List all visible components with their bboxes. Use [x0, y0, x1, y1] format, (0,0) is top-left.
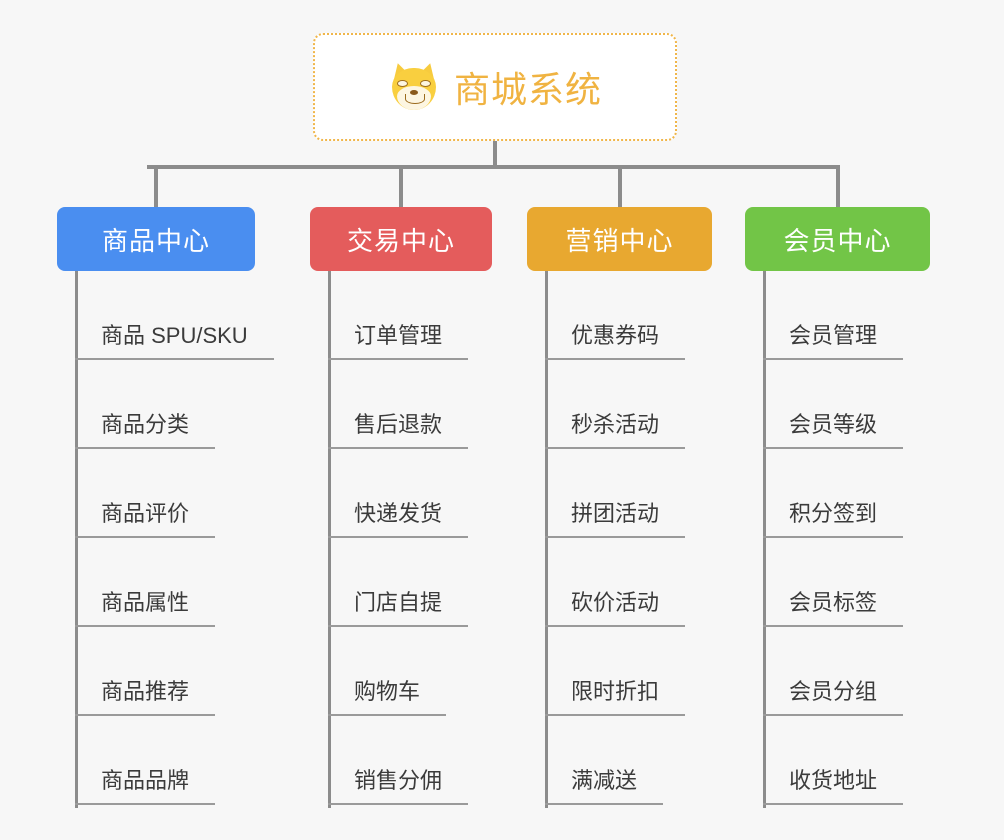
connector-drop-2	[399, 165, 403, 207]
connector-drop-3	[617, 165, 622, 207]
list-item-label: 满减送	[545, 763, 664, 805]
category-column-2: 交易中心订单管理售后退款快递发货门店自提购物车销售分佣	[310, 207, 492, 808]
list-item[interactable]: 会员分组	[745, 627, 930, 716]
list-item-label: 砍价活动	[545, 585, 686, 627]
list-item[interactable]: 销售分佣	[310, 716, 492, 805]
list-item-label: 商品推荐	[75, 674, 216, 716]
list-item[interactable]: 收货地址	[745, 716, 930, 805]
connector-drop-1	[154, 165, 158, 207]
category-spine-1	[75, 271, 78, 808]
list-item[interactable]: 优惠券码	[527, 271, 712, 360]
list-item[interactable]: 满减送	[527, 716, 712, 805]
list-item[interactable]: 购物车	[310, 627, 492, 716]
list-item-label: 会员等级	[763, 407, 904, 449]
category-item-list-4: 会员管理会员等级积分签到会员标签会员分组收货地址	[745, 271, 930, 805]
list-item[interactable]: 会员标签	[745, 538, 930, 627]
list-item-label: 快递发货	[328, 496, 469, 538]
list-item-label: 商品 SPU/SKU	[75, 318, 274, 360]
list-item[interactable]: 商品推荐	[57, 627, 255, 716]
list-item-label: 订单管理	[328, 318, 469, 360]
list-item-label: 商品品牌	[75, 763, 216, 805]
list-item[interactable]: 秒杀活动	[527, 360, 712, 449]
category-header-3[interactable]: 营销中心	[527, 207, 712, 271]
category-spine-4	[763, 271, 766, 808]
list-item[interactable]: 售后退款	[310, 360, 492, 449]
list-item[interactable]: 会员管理	[745, 271, 930, 360]
root-node-title: 商城系统	[453, 69, 602, 110]
category-header-2[interactable]: 交易中心	[310, 207, 492, 271]
list-item-label: 销售分佣	[328, 763, 469, 805]
list-item[interactable]: 快递发货	[310, 449, 492, 538]
root-node-shop-system[interactable]: 商城系统	[313, 33, 677, 141]
category-header-4[interactable]: 会员中心	[745, 207, 930, 271]
list-item-label: 限时折扣	[545, 674, 686, 716]
list-item-label: 商品属性	[75, 585, 216, 627]
category-column-3: 营销中心优惠券码秒杀活动拼团活动砍价活动限时折扣满减送	[527, 207, 712, 808]
category-spine-3	[545, 271, 548, 808]
category-column-4: 会员中心会员管理会员等级积分签到会员标签会员分组收货地址	[745, 207, 930, 808]
list-item-label: 售后退款	[328, 407, 469, 449]
list-item[interactable]: 门店自提	[310, 538, 492, 627]
category-item-list-1: 商品 SPU/SKU 商品分类商品评价商品属性商品推荐商品品牌	[57, 271, 274, 805]
list-item[interactable]: 会员等级	[745, 360, 930, 449]
category-item-list-2: 订单管理售后退款快递发货门店自提购物车销售分佣	[310, 271, 492, 805]
list-item[interactable]: 商品 SPU/SKU	[57, 271, 274, 360]
list-item-label: 商品评价	[75, 496, 216, 538]
list-item-label: 会员分组	[763, 674, 904, 716]
list-item-label: 会员管理	[763, 318, 904, 360]
connector-horizontal-bus	[147, 165, 839, 169]
connector-root-vertical	[493, 141, 497, 168]
list-item[interactable]: 砍价活动	[527, 538, 712, 627]
list-item[interactable]: 拼团活动	[527, 449, 712, 538]
category-header-1[interactable]: 商品中心	[57, 207, 255, 271]
list-item-label: 积分签到	[763, 496, 904, 538]
list-item-label: 秒杀活动	[545, 407, 686, 449]
list-item[interactable]: 商品评价	[57, 449, 255, 538]
list-item[interactable]: 商品属性	[57, 538, 255, 627]
list-item-label: 门店自提	[328, 585, 469, 627]
category-spine-2	[328, 271, 331, 808]
list-item[interactable]: 限时折扣	[527, 627, 712, 716]
list-item-label: 会员标签	[763, 585, 904, 627]
list-item-label: 购物车	[328, 674, 447, 716]
shiba-dog-face-icon	[388, 60, 440, 113]
category-item-list-3: 优惠券码秒杀活动拼团活动砍价活动限时折扣满减送	[527, 271, 712, 805]
list-item-label: 商品分类	[75, 407, 216, 449]
category-column-1: 商品中心商品 SPU/SKU 商品分类商品评价商品属性商品推荐商品品牌	[57, 207, 274, 808]
list-item-label: 拼团活动	[545, 496, 686, 538]
list-item-label: 优惠券码	[545, 318, 686, 360]
list-item[interactable]: 积分签到	[745, 449, 930, 538]
connector-drop-4	[835, 165, 840, 207]
list-item[interactable]: 订单管理	[310, 271, 492, 360]
list-item[interactable]: 商品分类	[57, 360, 255, 449]
list-item[interactable]: 商品品牌	[57, 716, 255, 805]
list-item-label: 收货地址	[763, 763, 904, 805]
